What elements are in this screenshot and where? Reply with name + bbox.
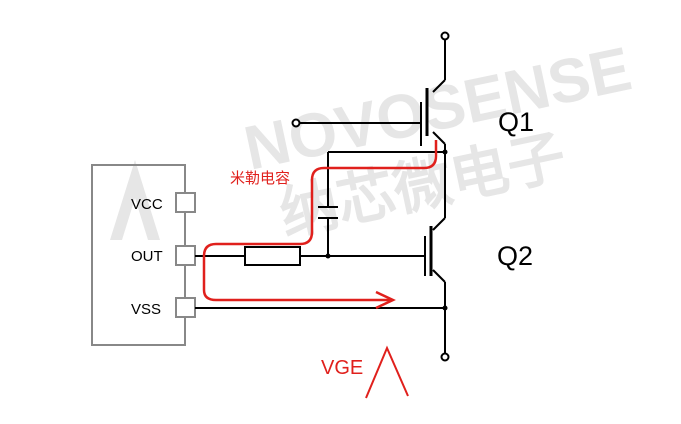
junction-vss-node — [442, 305, 448, 311]
terminal-top — [440, 31, 450, 41]
label-q1: Q1 — [498, 107, 534, 137]
junction-mid-node — [442, 149, 448, 155]
pin-label-vcc: VCC — [131, 196, 163, 213]
q2-igbt — [424, 226, 433, 276]
watermark: NOVOSENSE 纳芯微电子 — [110, 35, 637, 248]
terminal-q1-gate — [291, 118, 301, 128]
q1-igbt — [420, 88, 429, 146]
wiring — [195, 38, 446, 354]
junction-gate-node — [325, 253, 331, 259]
pin-out — [175, 245, 196, 266]
watermark-logo — [110, 160, 160, 240]
gate-resistor — [244, 246, 301, 266]
pin-vss — [175, 297, 196, 318]
miller-capacitance-label: 米勒电容 — [230, 170, 290, 187]
pin-label-out: OUT — [131, 248, 163, 265]
miller-current-path — [202, 140, 438, 302]
current-arrow-head — [375, 290, 396, 310]
pin-vcc — [175, 192, 196, 213]
vge-label: VGE — [321, 357, 363, 379]
vge-spike — [365, 345, 409, 399]
pin-label-vss: VSS — [131, 301, 161, 318]
terminal-bottom — [440, 352, 450, 362]
label-q2: Q2 — [497, 241, 533, 271]
